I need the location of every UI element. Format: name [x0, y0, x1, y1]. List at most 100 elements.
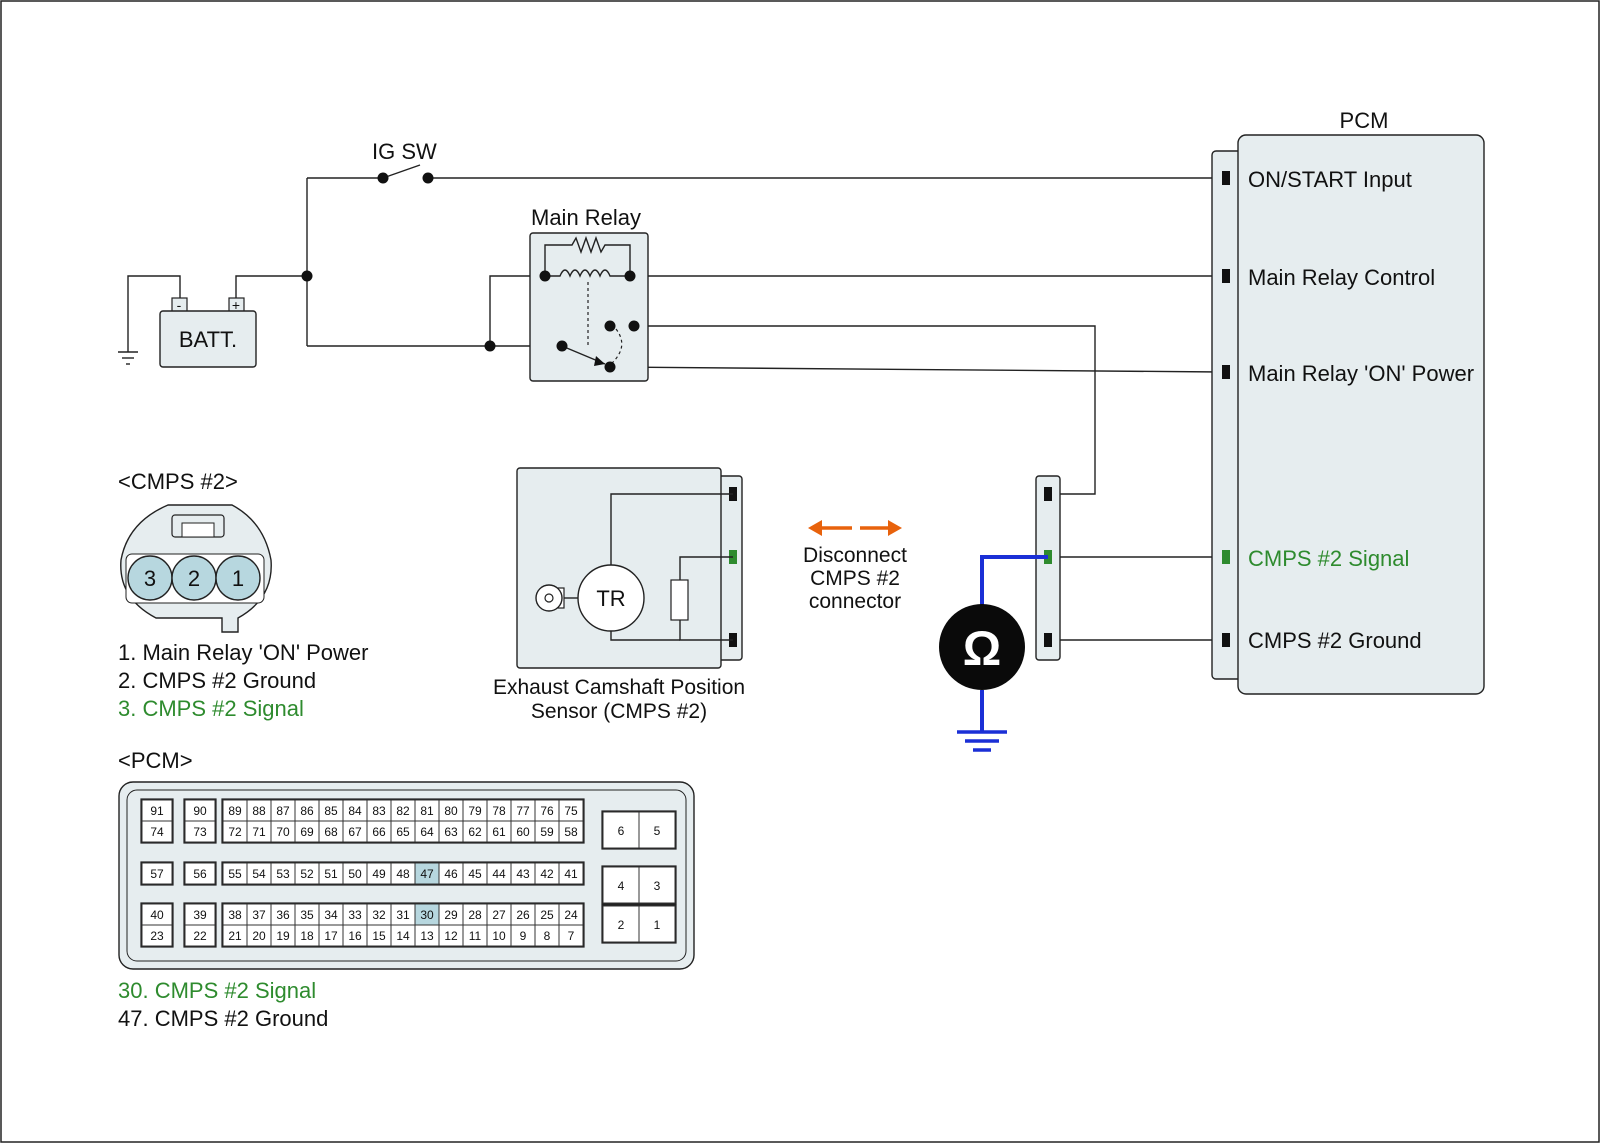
pcm-pin-22: [184, 924, 216, 947]
pcm-pin-label-26: 26: [516, 908, 530, 922]
pcm-pin-label-72: 72: [228, 825, 242, 839]
pcm-pin-label-88: 88: [252, 804, 266, 818]
pcm-pin-label-7: 7: [568, 929, 575, 943]
pcm-pin-label-17: 17: [324, 929, 338, 943]
pcm-pin-label-69: 69: [300, 825, 314, 839]
pcm-pin-label-59: 59: [540, 825, 554, 839]
pcm-pin-label-67: 67: [348, 825, 362, 839]
pcm-pin-label-40: 40: [150, 908, 164, 922]
pcm-pin-label-66: 66: [372, 825, 386, 839]
pcm-pin-label-25: 25: [540, 908, 554, 922]
battery-plus-label: +: [232, 297, 240, 313]
pcm-pin-label-37: 37: [252, 908, 266, 922]
pcm-pin-relay-power-label: Main Relay 'ON' Power: [1248, 361, 1474, 386]
pcm-pin-label-10: 10: [492, 929, 506, 943]
pcm-pin-label-57: 57: [150, 867, 164, 881]
pcm-pin-label-48: 48: [396, 867, 410, 881]
pcm-pin-6: [602, 811, 640, 849]
ig-sw-label: IG SW: [372, 139, 437, 164]
pcm-pin-label-84: 84: [348, 804, 362, 818]
ohmmeter-icon: [939, 604, 1025, 690]
pcm-pin-label-38: 38: [228, 908, 242, 922]
pcm-pin-on-start-label: ON/START Input: [1248, 167, 1412, 192]
pcm-terminal-relay-control: [1222, 269, 1230, 283]
sensor-caption-line1: Exhaust Camshaft Position: [493, 676, 745, 699]
cmps-sensor: TR Exhaust Camshaft Position Sensor (CMP…: [493, 467, 745, 723]
pcm-pin-label-75: 75: [564, 804, 578, 818]
pcm-pin-label-39: 39: [193, 908, 207, 922]
arrow-right-icon: [860, 520, 902, 536]
pcm-pin-label-54: 54: [252, 867, 266, 881]
pcm-pin-56: [184, 862, 216, 885]
pcm-pin-label-55: 55: [228, 867, 242, 881]
pcm-pin-label-28: 28: [468, 908, 482, 922]
pcm-pin-label-16: 16: [348, 929, 362, 943]
pcm-pin-label-63: 63: [444, 825, 458, 839]
pcm-pin-label-9: 9: [520, 929, 527, 943]
pcm-pin-label-83: 83: [372, 804, 386, 818]
pcm-pin-label-86: 86: [300, 804, 314, 818]
pcm-pin-57: [141, 862, 173, 885]
pcm-pin-label-2: 2: [618, 918, 625, 932]
pcm-pin-label-23: 23: [150, 929, 164, 943]
pcm-pin-label-36: 36: [276, 908, 290, 922]
disconnect-line2: CMPS #2: [810, 567, 900, 590]
pcm-pin-label-85: 85: [324, 804, 338, 818]
pcm-pin-label-51: 51: [324, 867, 338, 881]
pcm-pin-label-29: 29: [444, 908, 458, 922]
pcm-pin-label-18: 18: [300, 929, 314, 943]
pcm-pin-label-89: 89: [228, 804, 242, 818]
pcm-pin-label-24: 24: [564, 908, 578, 922]
pcm-pin-relay-control-label: Main Relay Control: [1248, 265, 1435, 290]
cmps-legend-item-1: 1. Main Relay 'ON' Power: [118, 640, 369, 665]
pcm-pin-label-73: 73: [193, 825, 207, 839]
pcm-pin-label-27: 27: [492, 908, 506, 922]
pcm-pin-label-14: 14: [396, 929, 410, 943]
pcm-pin-label-21: 21: [228, 929, 242, 943]
cmps-connector-title: <CMPS #2>: [118, 469, 238, 494]
pcm-pin-58: [558, 820, 584, 843]
pcm-pin-label-15: 15: [372, 929, 386, 943]
pcm-pin-label-12: 12: [444, 929, 458, 943]
pcm-pin-label-42: 42: [540, 867, 554, 881]
pcm-pin-label-68: 68: [324, 825, 338, 839]
pcm-pin-label-60: 60: [516, 825, 530, 839]
pcm-pin-label-90: 90: [193, 804, 207, 818]
main-relay-label: Main Relay: [531, 205, 641, 230]
pcm-legend-item-2: 47. CMPS #2 Ground: [118, 1006, 328, 1031]
arrow-left-icon: [808, 520, 852, 536]
cmps-pin-label-2: 2: [188, 566, 200, 591]
pcm-pin-label-5: 5: [654, 824, 661, 838]
pcm-pin-label-49: 49: [372, 867, 386, 881]
pcm-legend-item-1: 30. CMPS #2 Signal: [118, 978, 316, 1003]
pcm-pin-label-6: 6: [618, 824, 625, 838]
pcm-pin-label-80: 80: [444, 804, 458, 818]
pcm-pin-label-1: 1: [654, 918, 661, 932]
disconnect-line3: connector: [809, 590, 901, 613]
pcm-label: PCM: [1340, 108, 1389, 133]
wiring: [118, 164, 1223, 641]
pcm-pin-label-61: 61: [492, 825, 506, 839]
main-relay: Main Relay: [529, 205, 649, 382]
pcm-pin-7: [558, 924, 584, 947]
pcm-terminal-relay-power: [1222, 365, 1230, 379]
disconnect-line1: Disconnect: [803, 544, 907, 567]
pcm-pin-label-74: 74: [150, 825, 164, 839]
pcm-connector-title: <PCM>: [118, 748, 193, 773]
pcm-pin-label-32: 32: [372, 908, 386, 922]
pcm-pin-label-11: 11: [469, 929, 482, 943]
battery-label: BATT.: [179, 327, 237, 352]
ohmmeter: Ω: [939, 555, 1048, 752]
pcm-pin-label-22: 22: [193, 929, 207, 943]
pcm-pin-label-87: 87: [276, 804, 290, 818]
pcm-pin-label-56: 56: [193, 867, 207, 881]
pcm-pin-label-53: 53: [276, 867, 290, 881]
pcm-pin-label-45: 45: [468, 867, 482, 881]
pcm-pin-cmps-signal-label: CMPS #2 Signal: [1248, 546, 1409, 571]
pcm-terminal-cmps-ground: [1222, 633, 1230, 647]
pcm-pin-5: [638, 811, 676, 849]
pcm-pin-label-33: 33: [348, 908, 362, 922]
pcm-pin-label-43: 43: [516, 867, 530, 881]
pcm-pin-label-50: 50: [348, 867, 362, 881]
